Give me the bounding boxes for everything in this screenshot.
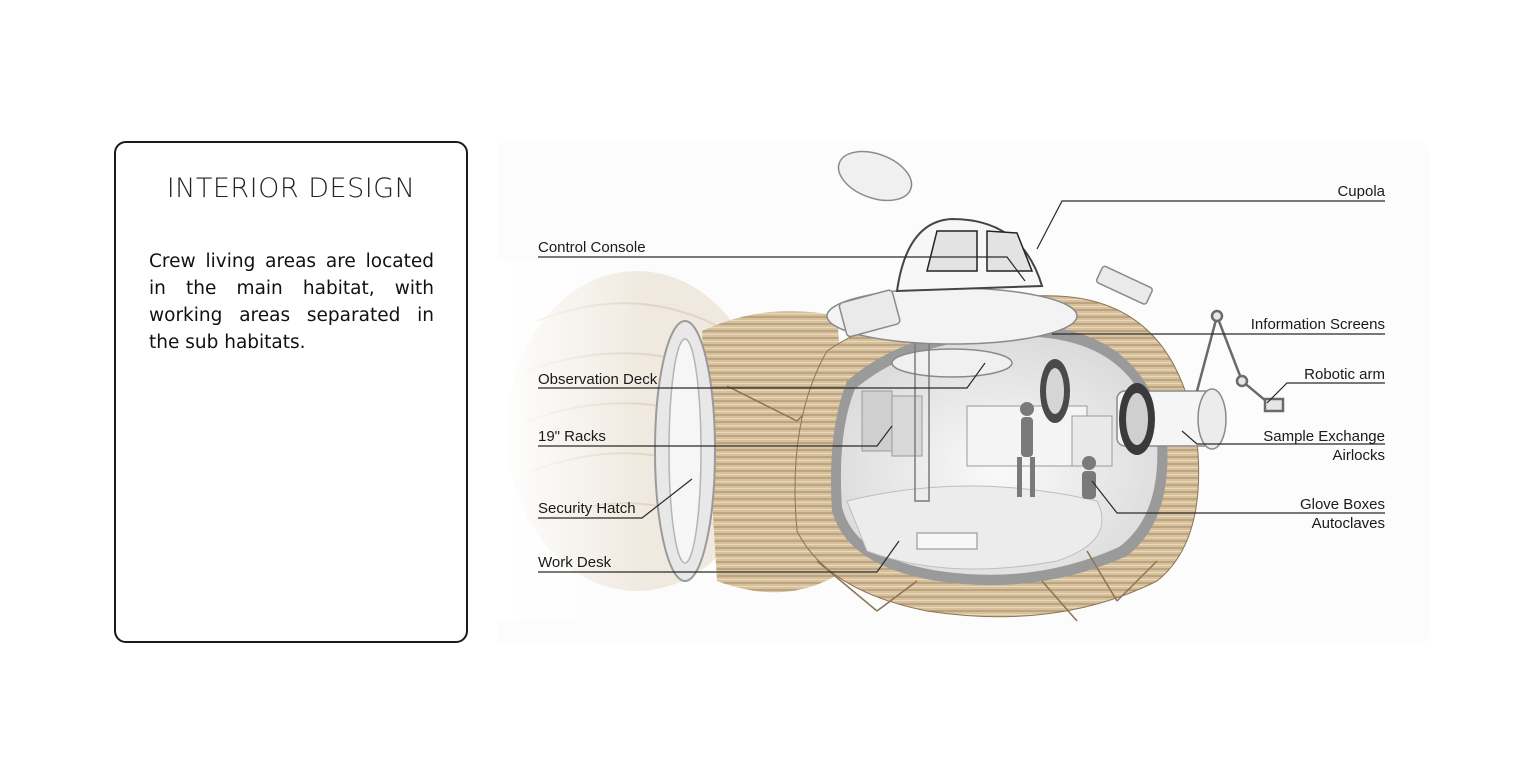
label-security-hatch: Security Hatch xyxy=(538,500,636,517)
leader-sample-exchange xyxy=(1181,430,1385,445)
habitat-cutaway-diagram: Cupola Control Console Information Scree… xyxy=(497,141,1429,644)
label-information-screens: Information Screens xyxy=(1251,316,1385,333)
rack-unit xyxy=(861,390,893,452)
rack-unit xyxy=(891,395,923,457)
leader-security-hatch xyxy=(538,478,693,519)
label-observation-deck: Observation Deck xyxy=(538,371,658,388)
leader-glove-boxes xyxy=(1091,480,1385,514)
callout-labels: Cupola Control Console Information Scree… xyxy=(538,183,1386,571)
label-work-desk: Work Desk xyxy=(538,554,612,571)
cupola-shutter xyxy=(1095,265,1153,305)
label-airlocks: Airlocks xyxy=(1332,447,1385,464)
info-card: INTERIOR DESIGN Crew living areas are lo… xyxy=(114,141,468,643)
leader-control-console xyxy=(538,256,1026,282)
label-robotic-arm: Robotic arm xyxy=(1304,366,1385,383)
cupola xyxy=(826,150,1153,345)
label-control-console: Control Console xyxy=(538,239,646,256)
leader-work-desk xyxy=(538,540,900,573)
leader-observation-deck xyxy=(538,362,986,389)
label-sample-exchange: Sample Exchange xyxy=(1263,428,1385,445)
leader-robotic-arm xyxy=(1266,382,1385,404)
label-cupola: Cupola xyxy=(1337,183,1385,200)
habitat-illustration: Cupola Control Console Information Scree… xyxy=(497,150,1386,622)
sample-exchange-airlock xyxy=(1040,359,1227,455)
label-racks: 19" Racks xyxy=(538,428,606,445)
work-desk-screen xyxy=(916,532,978,550)
label-glove-boxes: Glove Boxes xyxy=(1300,496,1385,513)
callout-leaders xyxy=(538,200,1385,573)
cupola-shutter xyxy=(838,289,901,338)
label-autoclaves: Autoclaves xyxy=(1312,515,1385,532)
observation-deck-platform xyxy=(891,348,1013,378)
cupola-shutter xyxy=(837,150,913,202)
leader-racks xyxy=(538,425,893,447)
card-title: INTERIOR DESIGN xyxy=(166,173,416,204)
robotic-arm xyxy=(1195,309,1285,413)
leader-cupola xyxy=(1036,200,1385,250)
interior-equipment xyxy=(846,234,1113,570)
card-description: Crew living areas are located in the mai… xyxy=(149,251,434,353)
